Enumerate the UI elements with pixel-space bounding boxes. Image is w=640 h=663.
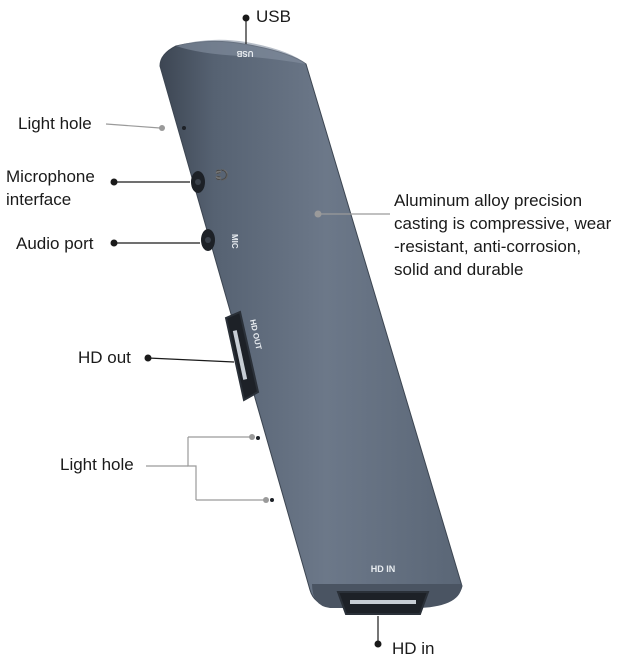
aluminum-label-line4: solid and durable [394, 260, 524, 279]
hd-out-leader [147, 357, 235, 363]
usb-leader-dot [242, 14, 250, 22]
device-body [159, 40, 463, 607]
light-hole-bottom-2 [270, 498, 274, 502]
light-hole-top-leader [105, 123, 161, 129]
aluminum-label-line1: Aluminum alloy precision [394, 191, 583, 210]
device-top-cap [176, 39, 306, 64]
aluminum-leader-dot [314, 210, 322, 218]
aluminum-label-line3: -resistant, anti-corrosion, [394, 237, 582, 256]
hd-in-pin [350, 600, 416, 604]
microphone-label-line1: Microphone [6, 167, 95, 186]
hd-in-label: HD in [392, 639, 435, 658]
device-hd-in-print: HD IN [371, 564, 396, 574]
device-usb-print: USB [236, 49, 253, 58]
light-hole-bottom-dot-1 [249, 434, 255, 440]
audio-port-leader-dot [110, 239, 118, 247]
device-mic-print: MIC [230, 234, 239, 249]
light-hole-bottom-label: Light hole [60, 455, 134, 474]
usb-label: USB [256, 7, 291, 26]
light-hole-bottom-dot-2 [263, 497, 269, 503]
light-hole-top-leader-dot [159, 125, 165, 131]
hd-out-pin [232, 330, 248, 380]
light-hole-bottom-bracket [187, 437, 197, 500]
hd-in-leader-dot [374, 640, 382, 648]
microphone-leader-dot [110, 178, 118, 186]
hd-out-leader-dot [144, 354, 152, 362]
light-hole-bottom-1 [256, 436, 260, 440]
hd-out-label: HD out [78, 348, 131, 367]
headphone-icon: 🎧 [215, 168, 228, 182]
microphone-label-line2: interface [6, 190, 72, 209]
light-hole-top [182, 126, 186, 130]
mic-jack-inner [205, 237, 211, 243]
audio-port-label: Audio port [16, 234, 94, 253]
light-hole-top-label: Light hole [18, 114, 92, 133]
headphone-jack-inner [195, 179, 201, 185]
aluminum-label-line2: casting is compressive, wear [394, 214, 612, 233]
